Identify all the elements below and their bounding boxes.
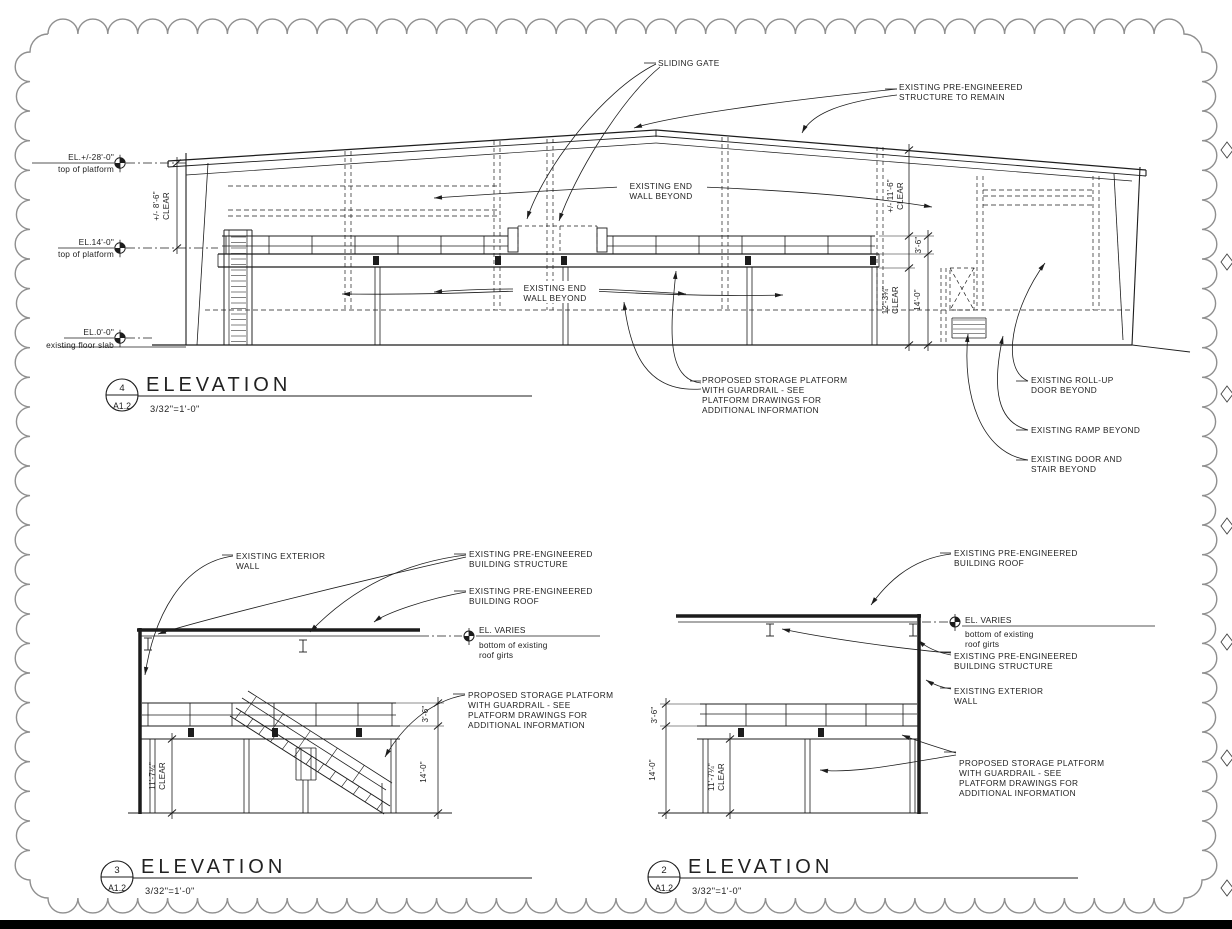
elevation-marker-0-desc: existing floor slab	[46, 340, 114, 350]
label-ramp: EXISTING RAMP BEYOND	[1031, 425, 1140, 435]
label-br-structure-line1: EXISTING PRE-ENGINEERED	[954, 651, 1078, 661]
callout-bl-sheet: A1.2	[108, 883, 126, 893]
label-end-wall-lower-line2: WALL BEYOND	[523, 293, 586, 303]
marker-bl-desc-line2: roof girts	[479, 650, 513, 660]
label-bl-proposed-line3: PLATFORM DRAWINGS FOR	[468, 710, 587, 720]
label-mask	[513, 281, 599, 303]
marker-br-desc-line1: bottom of existing	[965, 629, 1034, 639]
label-br-proposed-line3: PLATFORM DRAWINGS FOR	[959, 778, 1078, 788]
label-rollup-door-line2: DOOR BEYOND	[1031, 385, 1097, 395]
dim-br-clear-11-7-value: 11'-7¼"	[707, 763, 716, 791]
dim-clear-8-6-clear: CLEAR	[162, 192, 171, 220]
label-bl-exterior-wall-line2: WALL	[236, 561, 260, 571]
bottom-screen-bar	[0, 920, 1232, 929]
label-end-wall-upper-line2: WALL BEYOND	[629, 191, 692, 201]
callout-top-sheet: A1.2	[113, 401, 131, 411]
title-elevation-bl: ELEVATION	[141, 856, 286, 878]
dim-bl-height-14-0: 14'-0"	[419, 761, 428, 783]
label-bl-proposed-line2: WITH GUARDRAIL - SEE	[468, 700, 571, 710]
dim-rail-3-6-top: 3'-6"	[914, 237, 923, 254]
elevation-marker-28-value: EL.+/-28'-0"	[68, 152, 114, 162]
dim-clear-8-6-value: +/- 8'-6"	[152, 191, 161, 221]
marker-bl-el-varies: EL. VARIES	[479, 625, 526, 635]
label-proposed-platform-top-line2: WITH GUARDRAIL - SEE	[702, 385, 805, 395]
dim-clear-11-6-value: +/- 11'-6"	[886, 179, 895, 213]
dim-br-clear-11-7-clear: CLEAR	[717, 763, 726, 791]
sheet-annotations: SLIDING GATE EXISTING PRE-ENGINEERED STR…	[46, 58, 1140, 896]
marker-br-desc-line2: roof girts	[965, 639, 999, 649]
marker-bl-desc-line1: bottom of existing	[479, 640, 548, 650]
callout-br-number: 2	[661, 865, 666, 876]
sheet-linework	[14, 18, 1232, 914]
label-structure-remain-line2: STRUCTURE TO REMAIN	[899, 92, 1005, 102]
label-bl-structure-line1: EXISTING PRE-ENGINEERED	[469, 549, 593, 559]
label-bl-proposed-line1: PROPOSED STORAGE PLATFORM	[468, 690, 613, 700]
title-elevation-top: ELEVATION	[146, 374, 291, 396]
label-end-wall-upper-line1: EXISTING END	[630, 181, 693, 191]
dim-clear-12-3-value: 12'-3¾"	[881, 286, 890, 314]
label-br-structure-line2: BUILDING STRUCTURE	[954, 661, 1053, 671]
dim-bl-rail-3-6: 3'-6"	[421, 706, 430, 723]
elevation-marker-14-desc: top of platform	[58, 249, 114, 259]
dim-height-14-0-top: 14'-0"	[913, 289, 922, 311]
dim-br-rail-3-6: 3'-6"	[650, 707, 659, 724]
callout-bl-number: 3	[114, 865, 119, 876]
label-br-exterior-wall-line1: EXISTING EXTERIOR	[954, 686, 1043, 696]
callout-br-sheet: A1.2	[655, 883, 673, 893]
scale-bl: 3/32"=1'-0"	[145, 886, 195, 896]
label-bl-structure-line2: BUILDING STRUCTURE	[469, 559, 568, 569]
label-br-proposed-line4: ADDITIONAL INFORMATION	[959, 788, 1076, 798]
label-proposed-platform-top-line1: PROPOSED STORAGE PLATFORM	[702, 375, 847, 385]
dim-clear-12-3-clear: CLEAR	[891, 286, 900, 314]
scale-top: 3/32"=1'-0"	[150, 404, 200, 414]
elevation-marker-28-desc: top of platform	[58, 164, 114, 174]
marker-br-el-varies: EL. VARIES	[965, 615, 1012, 625]
label-bl-proposed-line4: ADDITIONAL INFORMATION	[468, 720, 585, 730]
label-br-exterior-wall-line2: WALL	[954, 696, 978, 706]
dim-bl-clear-11-7-clear: CLEAR	[158, 762, 167, 790]
label-door-stair-line1: EXISTING DOOR AND	[1031, 454, 1122, 464]
label-structure-remain-line1: EXISTING PRE-ENGINEERED	[899, 82, 1023, 92]
label-mask	[617, 179, 707, 201]
label-sliding-gate: SLIDING GATE	[658, 58, 720, 68]
label-br-proposed-line1: PROPOSED STORAGE PLATFORM	[959, 758, 1104, 768]
scale-br: 3/32"=1'-0"	[692, 886, 742, 896]
dim-br-height-14-0: 14'-0"	[648, 759, 657, 781]
dim-bl-clear-11-7-value: 11'-7¼"	[148, 762, 157, 790]
label-door-stair-line2: STAIR BEYOND	[1031, 464, 1096, 474]
label-bl-exterior-wall-line1: EXISTING EXTERIOR	[236, 551, 325, 561]
label-br-roof-line1: EXISTING PRE-ENGINEERED	[954, 548, 1078, 558]
label-proposed-platform-top-line4: ADDITIONAL INFORMATION	[702, 405, 819, 415]
dim-clear-11-6-clear: CLEAR	[896, 182, 905, 210]
label-br-roof-line2: BUILDING ROOF	[954, 558, 1024, 568]
label-end-wall-lower-line1: EXISTING END	[524, 283, 587, 293]
label-proposed-platform-top-line3: PLATFORM DRAWINGS FOR	[702, 395, 821, 405]
title-elevation-br: ELEVATION	[688, 856, 833, 878]
elevation-marker-14-value: EL.14'-0"	[79, 237, 114, 247]
callout-top-number: 4	[119, 383, 124, 394]
label-rollup-door-line1: EXISTING ROLL-UP	[1031, 375, 1114, 385]
label-bl-roof-line2: BUILDING ROOF	[469, 596, 539, 606]
elevation-marker-0-value: EL.0'-0"	[83, 327, 114, 337]
label-br-proposed-line2: WITH GUARDRAIL - SEE	[959, 768, 1062, 778]
label-bl-roof-line1: EXISTING PRE-ENGINEERED	[469, 586, 593, 596]
